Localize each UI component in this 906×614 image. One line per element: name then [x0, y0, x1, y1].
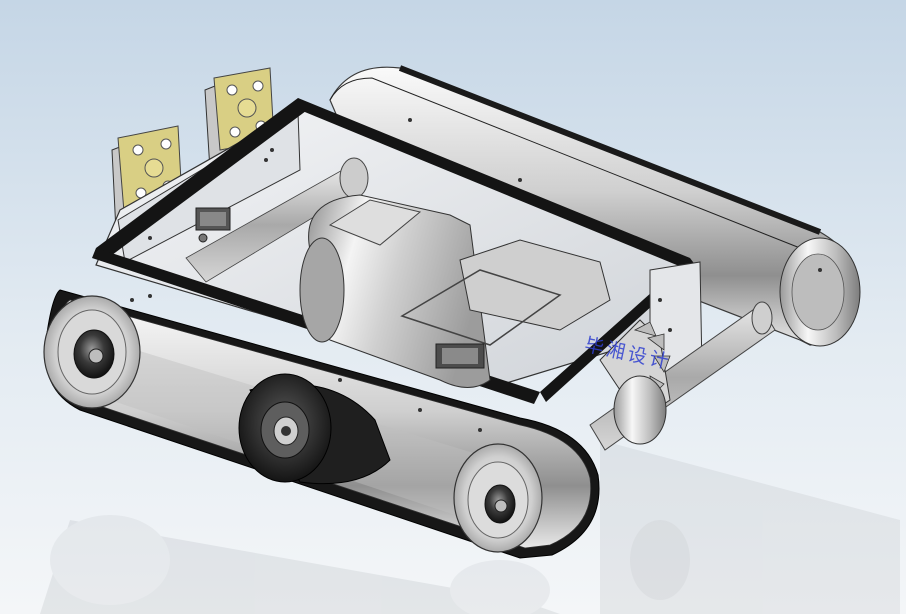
track-wheel-icon [453, 443, 543, 553]
floor-reflection [40, 440, 900, 614]
cross-shaft [185, 157, 369, 283]
drive-motor-icon [299, 194, 611, 388]
bevel-gear-icon [589, 301, 776, 451]
mounting-holes [130, 118, 822, 432]
limit-switch-icon [195, 207, 485, 369]
road-roller [238, 373, 391, 485]
track-wheel-icon [43, 295, 141, 409]
rear-track [329, 65, 861, 347]
